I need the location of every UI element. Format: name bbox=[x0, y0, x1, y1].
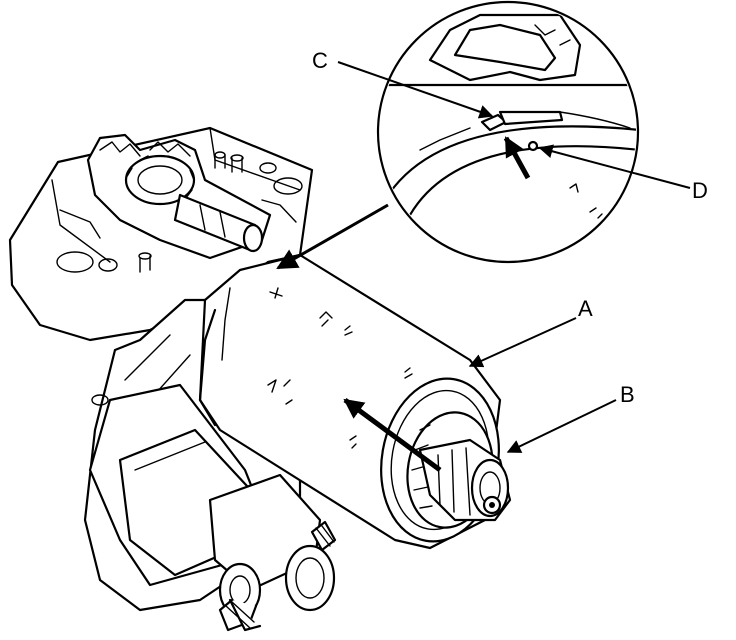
callout-c-leader bbox=[337, 61, 494, 119]
callout-c-label: C bbox=[312, 48, 328, 73]
callout-d-leader bbox=[538, 144, 691, 189]
drive-gear-assembly bbox=[86, 133, 272, 260]
detail-magnifier bbox=[376, 0, 640, 264]
callout-a-leader bbox=[468, 317, 577, 368]
armature-shaft bbox=[406, 411, 512, 529]
callout-b-label: B bbox=[620, 382, 635, 407]
installation-arrow bbox=[343, 397, 442, 473]
callout-d-label: D bbox=[692, 178, 708, 203]
solenoid bbox=[88, 383, 337, 632]
magnifier-leader-arrow bbox=[276, 203, 389, 270]
callout-a-label: A bbox=[578, 296, 593, 321]
callout-b-leader bbox=[506, 399, 617, 453]
